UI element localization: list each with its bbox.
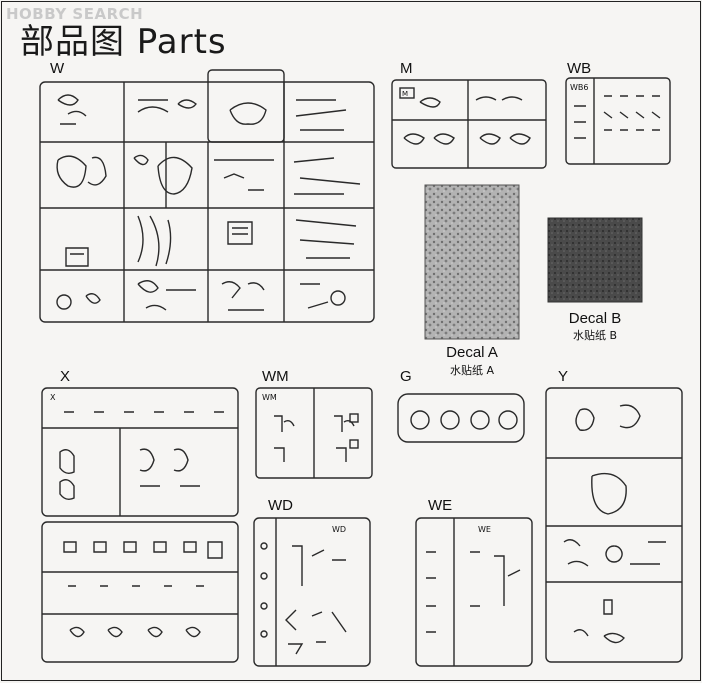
sprue-label-g: G <box>400 368 412 385</box>
sprue-label-we: WE <box>428 497 453 514</box>
sprue-label-wd: WD <box>268 497 293 514</box>
decal-a-sheet <box>424 184 520 340</box>
sprue-we-tag: WE <box>478 525 491 534</box>
decal-a-label: Decal A <box>446 344 498 361</box>
sprue-wb-tag: WB6 <box>570 83 589 92</box>
sprue-m: M <box>391 79 547 169</box>
sprue-wb: WB6 <box>565 77 671 165</box>
sprue-g <box>397 393 525 443</box>
sprue-x-tag: X <box>50 393 56 402</box>
sprue-label-wm: WM <box>262 368 289 385</box>
sprue-m-tag: M <box>402 90 408 98</box>
watermark: HOBBY SEARCH <box>6 5 144 23</box>
sprue-label-x: X <box>60 368 71 385</box>
decal-a-sublabel: 水贴纸 A <box>449 364 495 377</box>
sprue-label-m: M <box>400 60 413 77</box>
sprue-label-w: W <box>50 60 65 77</box>
sprue-wm: WM <box>255 387 373 479</box>
sprue-we: WE <box>415 517 533 667</box>
sprue-wm-tag: WM <box>262 393 277 402</box>
decal-b-sheet <box>547 217 643 303</box>
sprue-label-wb: WB <box>567 60 592 77</box>
decal-b-label: Decal B <box>568 310 622 327</box>
decal-b-sublabel: 水贴纸 B <box>572 329 618 342</box>
sprue-wd-tag: WD <box>332 525 346 534</box>
sprue-label-y: Y <box>558 368 569 385</box>
sprue-wd: WD <box>253 517 371 667</box>
sprue-w <box>39 69 375 323</box>
page-title: 部品图 Parts <box>20 22 227 62</box>
sprue-y <box>545 387 683 663</box>
sprue-x: X <box>41 387 239 663</box>
